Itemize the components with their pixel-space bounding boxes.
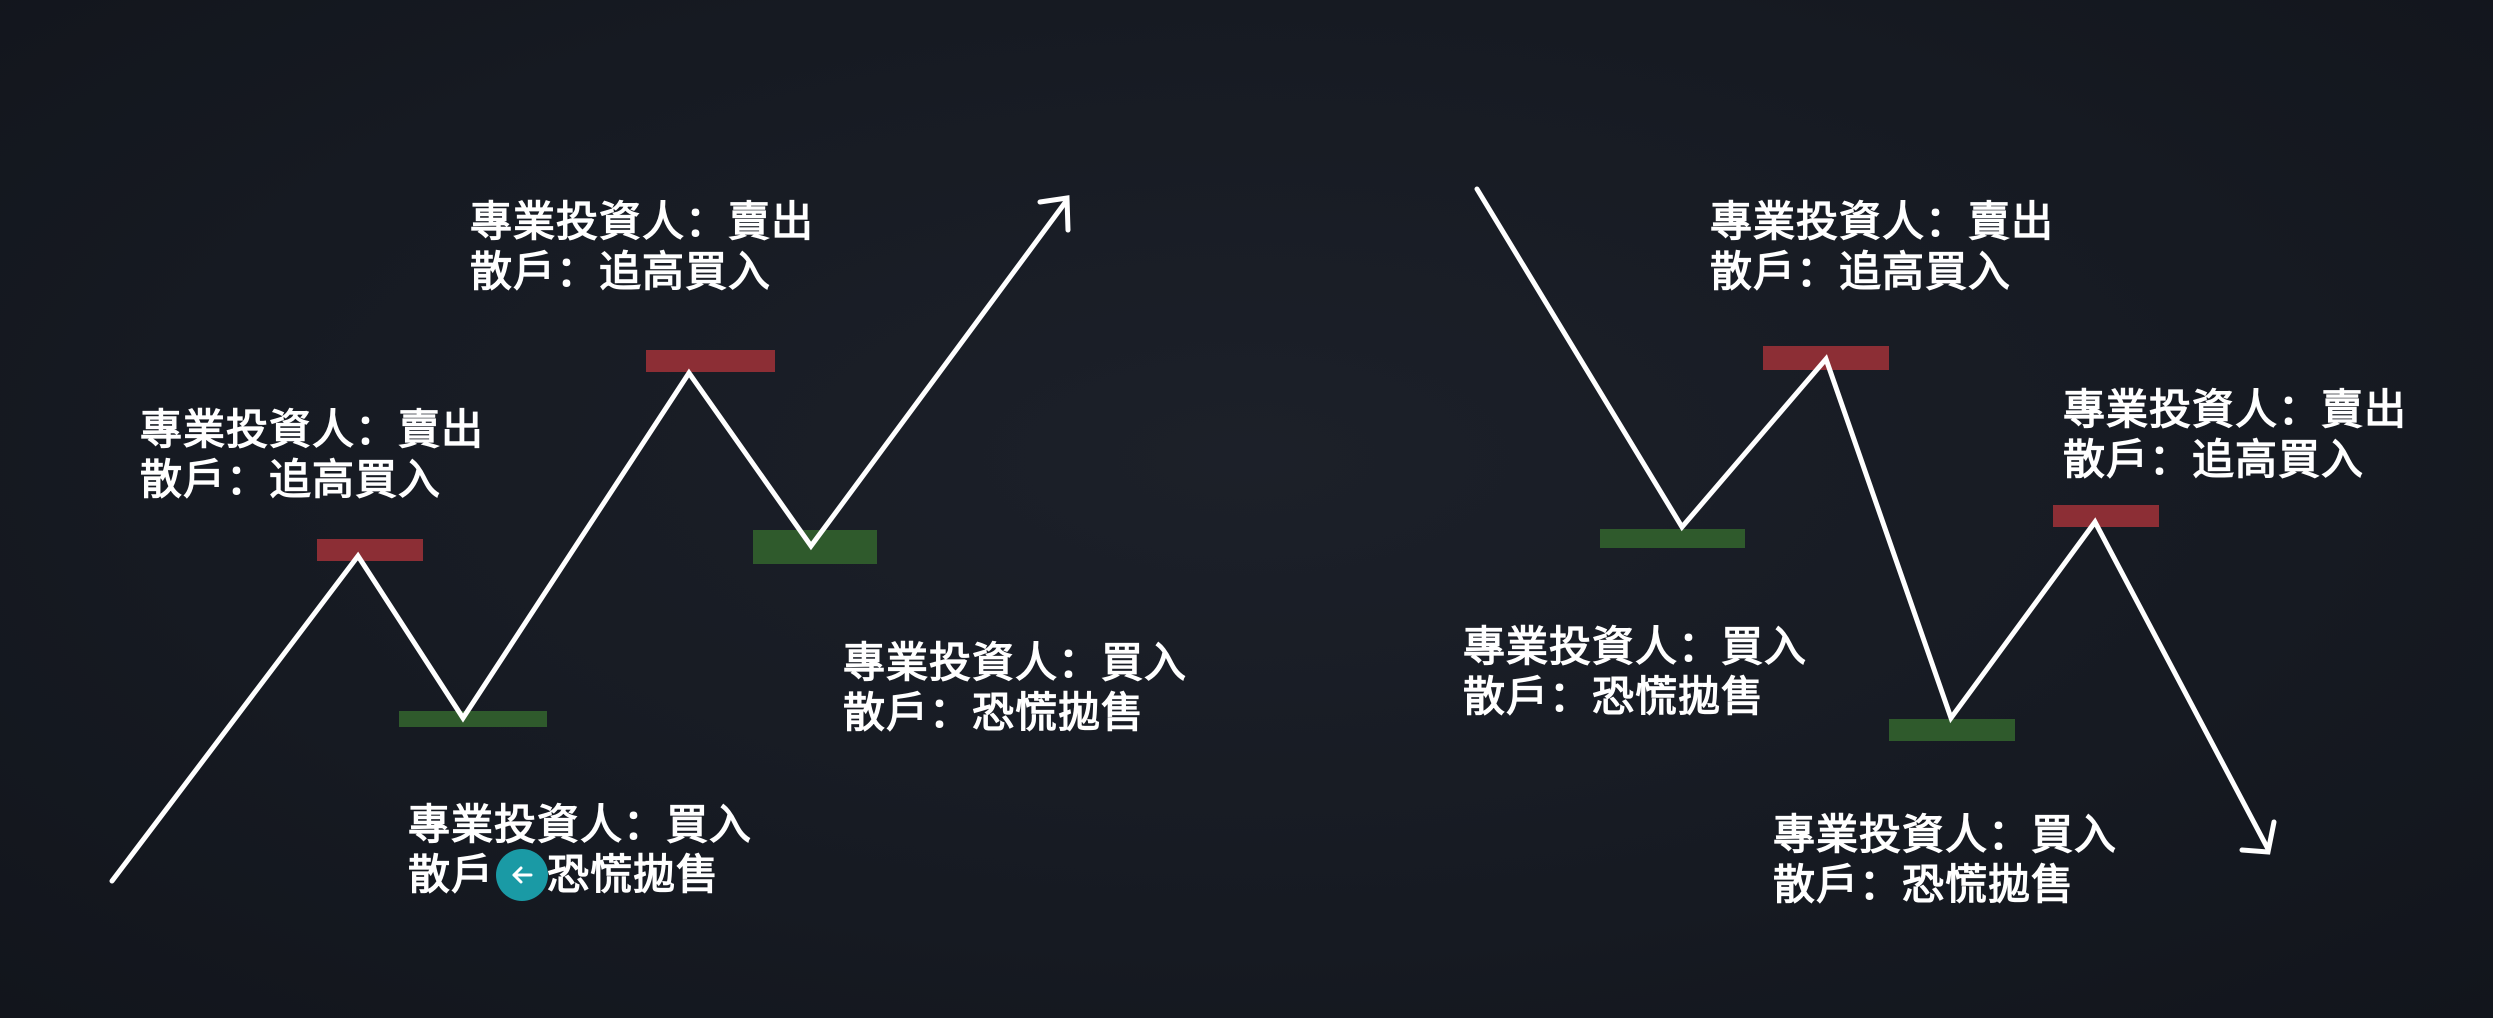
uptrend-price-line — [109, 197, 1070, 884]
resistance-zone — [317, 539, 423, 561]
professional-action: 專業投資人：賣出 — [140, 405, 485, 454]
annotation-buy-bottom: 專業投資人：買入 散戶：恐慌拋售 — [408, 800, 752, 900]
arrow-left-icon — [512, 866, 533, 884]
annotation-buy-right: 專業投資人：買入 散戶：恐慌拋售 — [843, 638, 1187, 738]
support-zone — [1889, 719, 2015, 741]
annotation-sell-top: 專業投資人：賣出 散戶：追高買入 — [1710, 197, 2054, 297]
downtrend-price-line — [1474, 186, 2271, 852]
resistance-zone — [646, 350, 775, 372]
retail-action: 散戶：恐慌拋售 — [1773, 860, 2075, 909]
retail-action: 散戶：恐慌拋售 — [408, 850, 752, 900]
retail-action: 散戶：追高買入 — [1710, 247, 2012, 296]
professional-action: 專業投資人：買入 — [1773, 810, 2118, 859]
professional-action: 專業投資人：買入 — [1463, 622, 1808, 671]
retail-action: 散戶：恐慌拋售 — [1463, 672, 1765, 721]
professional-action: 專業投資人：賣出 — [2063, 385, 2408, 434]
professional-action: 專業投資人：賣出 — [1710, 197, 2055, 246]
support-zone — [1600, 529, 1745, 548]
professional-action: 專業投資人：賣出 — [470, 197, 815, 246]
uptrend-arrowhead — [1037, 195, 1071, 233]
retail-action: 散戶：追高買入 — [470, 247, 772, 296]
back-button[interactable] — [496, 849, 548, 901]
support-zone — [399, 711, 547, 727]
resistance-zone — [2053, 505, 2159, 527]
retail-suffix: 恐慌拋售 — [547, 850, 720, 899]
retail-action: 散戶：追高買入 — [2063, 435, 2365, 484]
annotation-sell-low: 專業投資人：賣出 散戶：追高買入 — [140, 405, 484, 505]
retail-action: 散戶：恐慌拋售 — [843, 688, 1145, 737]
retail-action: 散戶：追高買入 — [140, 455, 442, 504]
professional-action: 專業投資人：買入 — [408, 800, 753, 849]
support-zone — [753, 530, 877, 564]
annotation-sell-right: 專業投資人：賣出 散戶：追高買入 — [2063, 385, 2407, 485]
downtrend-arrowhead — [2239, 819, 2277, 855]
annotation-sell-top: 專業投資人：賣出 散戶：追高買入 — [470, 197, 814, 297]
professional-action: 專業投資人：買入 — [843, 638, 1188, 687]
annotation-buy-bottom: 專業投資人：買入 散戶：恐慌拋售 — [1773, 810, 2117, 910]
annotation-buy-left: 專業投資人：買入 散戶：恐慌拋售 — [1463, 622, 1807, 722]
